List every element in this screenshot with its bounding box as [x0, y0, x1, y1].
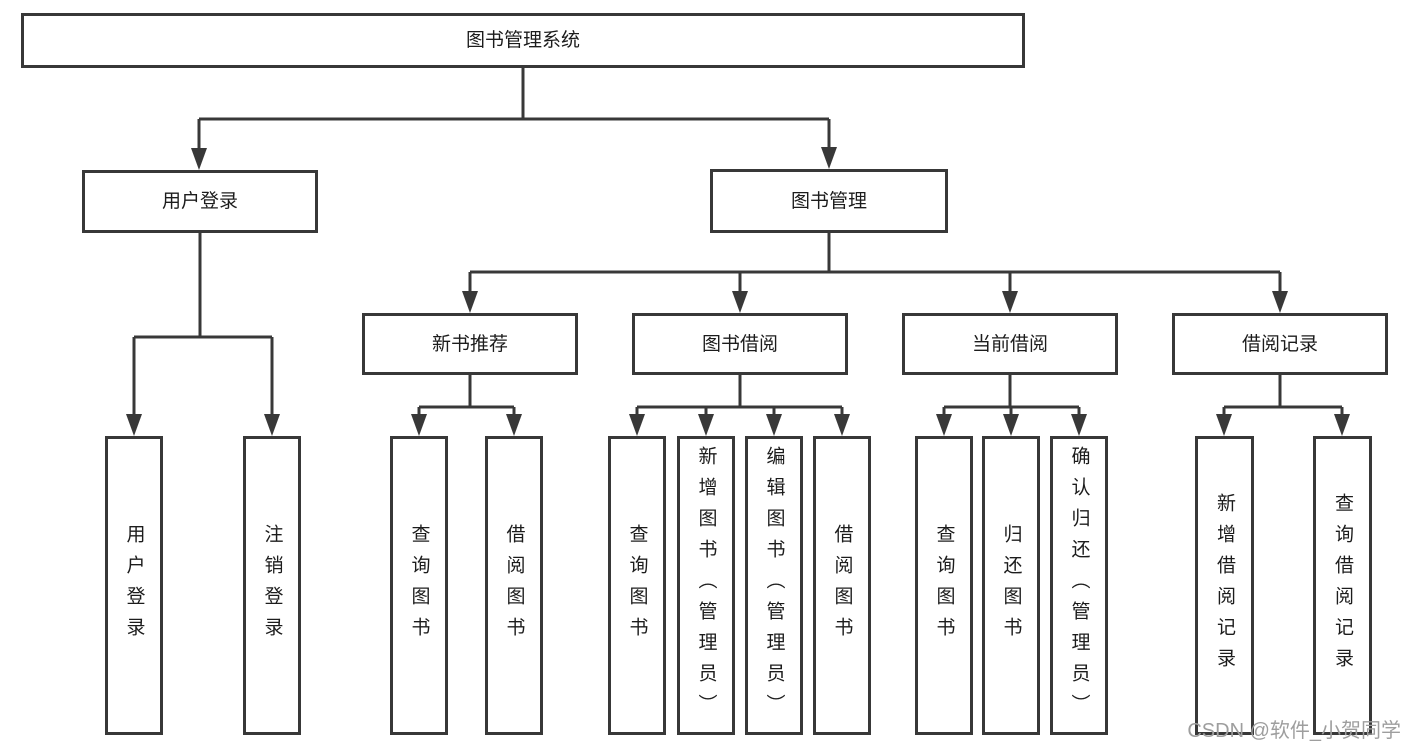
leaf-query-books-recommend: 查询图书: [390, 436, 448, 735]
connector-new-book-recommendation-children: [411, 375, 522, 436]
leaf-add-books-admin: 新增图书（管理员）: [677, 436, 735, 735]
connector-book-borrowing-children: [629, 375, 850, 436]
node-book-borrowing: 图书借阅: [632, 313, 848, 375]
leaf-query-books-borrowing: 查询图书: [608, 436, 666, 735]
leaf-return-books: 归还图书: [982, 436, 1040, 735]
watermark: CSDN @软件_小贺同学: [1187, 720, 1401, 742]
connector-current-borrowing-children: [936, 375, 1087, 436]
node-new-book-recommendation: 新书推荐: [362, 313, 578, 375]
leaf-logout: 注销登录: [243, 436, 301, 735]
leaf-add-borrow-record: 新增借阅记录: [1195, 436, 1254, 735]
node-library-system: 图书管理系统: [21, 13, 1025, 68]
leaf-edit-books-admin: 编辑图书（管理员）: [745, 436, 803, 735]
connector-user-login-children: [126, 233, 280, 436]
node-current-borrowing: 当前借阅: [902, 313, 1118, 375]
leaf-user-login: 用户登录: [105, 436, 163, 735]
node-user-login: 用户登录: [82, 170, 318, 233]
leaf-query-books-current: 查询图书: [915, 436, 973, 735]
node-borrowing-records: 借阅记录: [1172, 313, 1388, 375]
leaf-borrow-books-recommend: 借阅图书: [485, 436, 543, 735]
leaf-confirm-return-admin: 确认归还（管理员）: [1050, 436, 1108, 735]
leaf-borrow-books-borrowing: 借阅图书: [813, 436, 871, 735]
connector-book-management-children: [462, 233, 1288, 313]
leaf-query-borrow-record: 查询借阅记录: [1313, 436, 1372, 735]
connector-root-to-level2: [191, 68, 837, 170]
node-book-management: 图书管理: [710, 169, 948, 233]
connector-borrowing-records-children: [1216, 375, 1350, 436]
